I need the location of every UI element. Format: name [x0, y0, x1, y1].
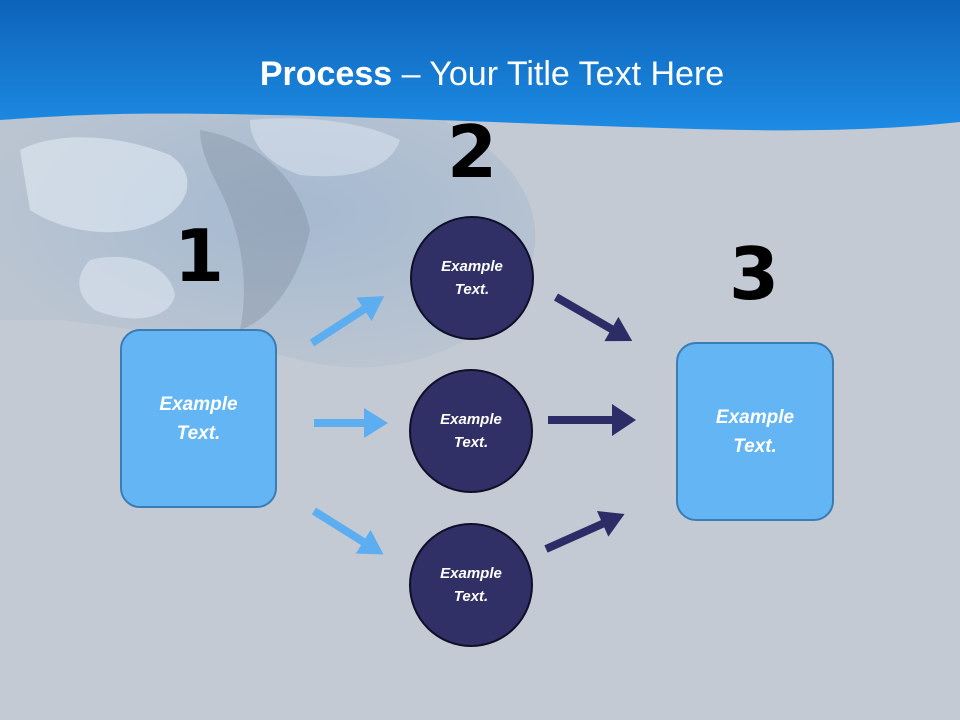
arrow-top-to-right	[554, 293, 633, 342]
slide-title: Process – Your Title Text Here	[0, 52, 960, 96]
continent-decoration	[250, 118, 400, 177]
continent-decoration	[20, 137, 188, 233]
continent-decoration	[79, 256, 175, 319]
arrow-left-to-middle	[314, 408, 388, 438]
start-box-text: Example Text.	[159, 393, 238, 444]
end-box: Example Text.	[676, 342, 834, 521]
step-number-3: 3	[728, 232, 780, 316]
arrow-left-to-bottom	[311, 507, 384, 555]
title-rest: – Your Title Text Here	[392, 55, 725, 93]
step-number-2: 2	[446, 110, 498, 194]
end-box-text: Example Text.	[715, 406, 795, 457]
arrow-bottom-to-right	[544, 510, 625, 553]
circle-text: Example Text.	[440, 565, 502, 605]
start-box: Example Text.	[120, 329, 277, 508]
circle-text: Example Text.	[441, 258, 503, 298]
header-band	[0, 0, 960, 131]
shadow-decoration	[200, 130, 310, 330]
step-number-1: 1	[173, 214, 225, 298]
arrow-middle-to-right	[548, 404, 636, 436]
process-circle-top: Example Text.	[410, 216, 534, 340]
process-circle-middle: Example Text.	[409, 369, 533, 493]
process-circle-bottom: Example Text.	[409, 523, 533, 647]
arrow-left-to-top	[309, 296, 385, 347]
title-bold: Process	[259, 55, 393, 93]
circle-text: Example Text.	[440, 411, 502, 451]
